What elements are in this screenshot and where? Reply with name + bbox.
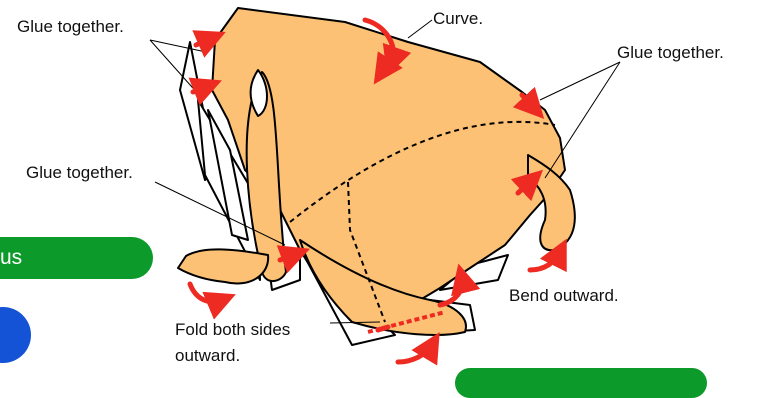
label-glue-top-right: Glue together.	[617, 43, 724, 63]
label-glue-top-left: Glue together.	[17, 17, 124, 37]
section-tab-left-label: us	[0, 246, 22, 270]
label-curve: Curve.	[433, 9, 483, 29]
label-fold-line1: Fold both sides	[175, 320, 290, 340]
section-tab-bottom[interactable]	[455, 368, 707, 398]
section-tab-left[interactable]: us	[0, 237, 153, 279]
label-fold-line2: outward.	[175, 346, 240, 366]
label-glue-mid-left: Glue together.	[26, 163, 133, 183]
label-bend-outward: Bend outward.	[509, 286, 619, 306]
